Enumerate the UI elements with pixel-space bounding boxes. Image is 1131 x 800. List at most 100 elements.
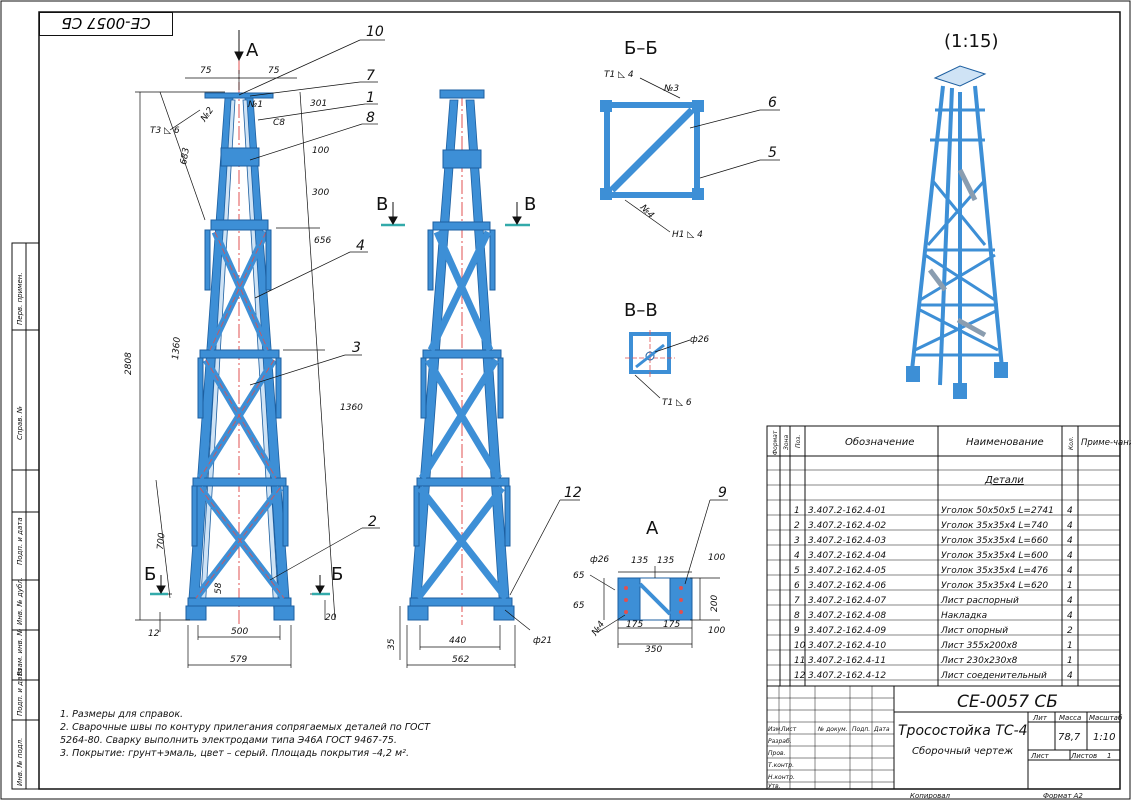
spec-row-pos: 10 bbox=[794, 641, 806, 651]
spec-header-zone: Зона bbox=[783, 435, 790, 450]
spec-row-name: Лист соеденительный bbox=[940, 671, 1047, 681]
mark-n2: №2 bbox=[199, 105, 217, 124]
dim-440: 440 bbox=[449, 636, 466, 646]
view-a bbox=[589, 499, 728, 648]
spec-row-name: Уголок 50х50х5 L=2741 bbox=[941, 506, 1054, 516]
spec-vertical-headers: Формат Зона Поз. Кол. bbox=[772, 430, 1075, 455]
title-sheet-label: Лист bbox=[1030, 752, 1050, 760]
spec-row-pos: 6 bbox=[794, 581, 800, 591]
view-arrows bbox=[156, 30, 522, 595]
isometric-view bbox=[906, 65, 1008, 399]
side-label: Справ. № bbox=[16, 406, 24, 440]
title-scale: 1:10 bbox=[1093, 732, 1115, 743]
dim-65-bottom: 65 bbox=[573, 601, 585, 611]
spec-row-designation: 3.407.2-162.4-09 bbox=[808, 626, 886, 636]
spec-header-format: Формат bbox=[772, 430, 779, 455]
dim-300: 300 bbox=[312, 188, 329, 198]
rotated-stamp: СЕ-0057 СБ bbox=[39, 12, 173, 36]
spec-row-designation: 3.407.2-162.4-12 bbox=[808, 671, 886, 681]
spec-row-pos: 2 bbox=[794, 521, 800, 531]
callout-5: 5 bbox=[768, 145, 777, 161]
side-label: Подп. и дата bbox=[16, 517, 24, 565]
dim-350: 350 bbox=[645, 645, 662, 655]
spec-row-qty: 4 bbox=[1067, 521, 1073, 531]
dim-35: 35 bbox=[387, 638, 397, 650]
note-line: 5264-80. Сварку выполнить электродами ти… bbox=[60, 735, 397, 746]
callout-12: 12 bbox=[564, 485, 582, 501]
arrow-b-left-label: Б bbox=[144, 564, 156, 585]
spec-row-designation: 3.407.2-162.4-11 bbox=[808, 656, 886, 666]
title-doc-type: Сборочный чертеж bbox=[912, 745, 1013, 757]
spec-row-designation: 3.407.2-162.4-07 bbox=[808, 596, 886, 606]
title-sheets: 1 bbox=[1107, 752, 1111, 760]
scale-label: (1:15) bbox=[944, 31, 998, 52]
mark-n4-a: №4 bbox=[590, 619, 608, 638]
spec-row-name: Лист 230х230х8 bbox=[940, 656, 1018, 666]
mark-c8: С8 bbox=[273, 118, 285, 128]
spec-header-qty: Кол. bbox=[1068, 436, 1075, 450]
dim-100: 100 bbox=[312, 146, 329, 156]
dim-20: 20 bbox=[325, 613, 337, 623]
title-mass: 78,7 bbox=[1058, 732, 1081, 743]
callout-3: 3 bbox=[352, 340, 361, 356]
note-line: 1. Размеры для справок. bbox=[60, 709, 184, 720]
dim-656: 656 bbox=[314, 236, 331, 246]
spec-header-pos: Поз. bbox=[795, 435, 802, 448]
front-bands bbox=[187, 147, 292, 607]
dim-135-left: 135 bbox=[631, 556, 648, 566]
callout-numbers: 10 7 1 8 4 3 2 6 5 12 9 bbox=[352, 24, 777, 530]
side-labels: Перв. примен. Справ. № Подп. и дата Инв.… bbox=[16, 272, 24, 786]
dim-2808: 2808 bbox=[124, 352, 134, 375]
title-scale-label: Масштаб bbox=[1089, 714, 1123, 722]
spec-row-name: Уголок 35х35х4 L=620 bbox=[941, 581, 1048, 591]
spec-row-pos: 9 bbox=[794, 626, 800, 636]
dim-65-top: 65 bbox=[573, 571, 585, 581]
base-plate-left bbox=[185, 605, 207, 621]
dim-301: 301 bbox=[310, 99, 327, 109]
title-list: Лист bbox=[780, 726, 797, 733]
dim-1360-vert: 1360 bbox=[171, 336, 183, 360]
spec-row-designation: 3.407.2-162.4-04 bbox=[808, 551, 886, 561]
dimension-texts: 75 75 301 100 300 656 1360 683 2808 1360… bbox=[124, 66, 725, 665]
side-strip bbox=[11, 242, 40, 790]
dim-100-bottom: 100 bbox=[708, 626, 725, 636]
spec-row-qty: 4 bbox=[1067, 596, 1073, 606]
spec-header-note: Приме-чание bbox=[1081, 438, 1131, 448]
spec-row-designation: 3.407.2-162.4-08 bbox=[808, 611, 886, 621]
title-prov: Пров. bbox=[768, 750, 786, 757]
base-plate-right bbox=[273, 605, 295, 621]
dim-175-left: 175 bbox=[626, 620, 643, 630]
spec-row-lines bbox=[767, 469, 1120, 681]
title-izm: Изм. bbox=[768, 726, 782, 733]
spec-header-name: Наименование bbox=[966, 437, 1044, 448]
spec-row-pos: 5 bbox=[794, 566, 800, 576]
front-brace-axes bbox=[195, 231, 285, 599]
arrow-a-label: А bbox=[246, 40, 259, 61]
side-label: Подп. и дата bbox=[16, 668, 24, 716]
note-line: 2. Сварочные швы по контуру прилегания с… bbox=[60, 722, 430, 733]
title-format: Формат А2 bbox=[1043, 792, 1083, 800]
top-plate bbox=[204, 92, 274, 99]
dim-135-right: 135 bbox=[657, 556, 674, 566]
dim-75-left: 75 bbox=[200, 66, 212, 76]
title-sheets-label: Листов bbox=[1070, 752, 1097, 760]
title-block-grid bbox=[766, 685, 1121, 790]
spec-row-qty: 2 bbox=[1067, 626, 1073, 636]
arrow-v-right-label: В bbox=[524, 194, 536, 215]
title-date: Дата bbox=[873, 726, 890, 733]
spec-row-pos: 4 bbox=[794, 551, 800, 561]
callout-1: 1 bbox=[366, 90, 375, 106]
spec-header-designation: Обозначение bbox=[845, 436, 914, 448]
dim-75-right: 75 bbox=[268, 66, 280, 76]
title-tkontr: Т.контр. bbox=[768, 762, 794, 769]
spec-row-qty: 4 bbox=[1067, 566, 1073, 576]
side-label: Инв. № дубл. bbox=[16, 577, 24, 625]
spec-section-title: Детали bbox=[984, 475, 1024, 486]
note-line: 3. Покрытие: грунт+эмаль, цвет – серый. … bbox=[60, 748, 409, 759]
spec-row-designation: 3.407.2-162.4-02 bbox=[808, 521, 886, 531]
side-view bbox=[399, 89, 580, 668]
dim-58: 58 bbox=[214, 582, 224, 594]
title-razrab: Разраб. bbox=[768, 738, 792, 745]
weld-t1-bb: Т1 ◺ 4 bbox=[604, 70, 634, 80]
